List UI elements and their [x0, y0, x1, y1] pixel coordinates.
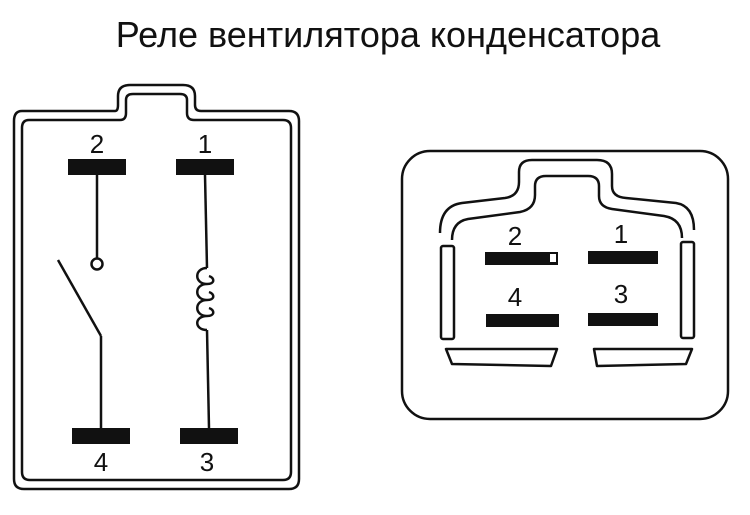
bottom-right-key: [592, 347, 694, 368]
terminal-3-bar: [180, 428, 238, 444]
slot-2: [485, 252, 558, 265]
schematic-pin-1-label: 1: [198, 129, 212, 159]
schematic-pin-2-label: 2: [90, 129, 104, 159]
connector-pin-3-label: 3: [614, 279, 628, 309]
right-guide-rail: [679, 240, 696, 340]
schematic-pin-3-label: 3: [200, 447, 214, 477]
connector-latch-outer: [438, 158, 696, 234]
terminal-4-bar: [72, 428, 130, 444]
connector-body: [400, 149, 730, 421]
slot-2-notch: [550, 254, 556, 262]
connector-pin-4-label: 4: [508, 282, 522, 312]
terminal-1-bar: [176, 159, 234, 175]
schematic-pin-4-label: 4: [94, 447, 108, 477]
coil-upper-lead: [203, 174, 209, 269]
switch-contact-point: [90, 257, 104, 271]
coil-winding: [196, 266, 208, 332]
switch-contact: [56, 175, 104, 428]
terminal-2-bar: [68, 159, 126, 175]
connector-pin-1-label: 1: [614, 219, 628, 249]
schematic-housing-outer: [12, 83, 301, 491]
diagram-title: Реле вентилятора конденсатора: [116, 14, 661, 55]
schematic-terminals: [68, 159, 238, 444]
coil-lower-lead: [205, 329, 211, 429]
slot-3: [588, 313, 658, 326]
slot-4: [486, 314, 559, 327]
schematic-housing-inner: [20, 92, 293, 482]
switch-blade: [56, 259, 103, 337]
relay-coil: [196, 174, 215, 429]
relay-connector: [400, 149, 730, 421]
bottom-left-key: [444, 347, 559, 368]
connector-latch-inner: [450, 174, 684, 241]
relay-schematic: [12, 83, 301, 491]
coil-winding-back: [206, 274, 215, 318]
connector-pin-2-label: 2: [508, 221, 522, 251]
slot-1: [588, 251, 658, 264]
left-guide-rail: [439, 244, 456, 341]
connector-terminals: [485, 251, 658, 327]
